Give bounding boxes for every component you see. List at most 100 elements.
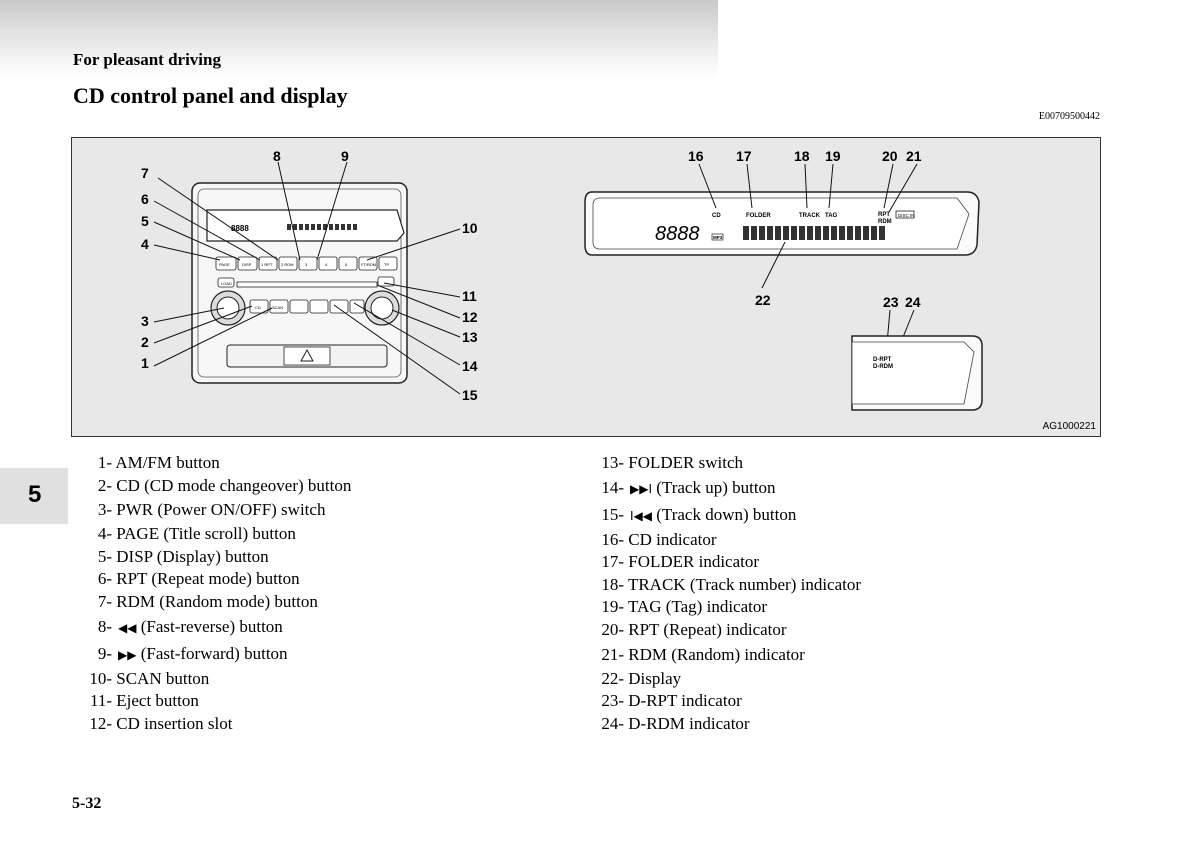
callout-6: 6 [141,191,149,207]
callout-13: 13 [462,329,478,345]
d-rdm-indicator: D-RDM [873,364,893,370]
page-title: CD control panel and display [73,83,348,108]
tp-button[interactable]: TP [384,262,389,267]
callout-15: 15 [462,387,478,403]
track-indicator: TRACK [799,213,821,219]
rdm-indicator: RDM [878,219,892,225]
page-number: 5-32 [72,795,102,812]
document-code: E00709500442 [1038,111,1100,122]
callout-16: 16 [688,148,704,164]
radio-panel: 8888 PAGE [191,182,408,384]
middle-buttons-row [249,299,365,314]
figure-code: AG1000221 [1042,421,1096,432]
legend-left: 1- AM/FM button 2- CD (CD mode changeove… [78,452,478,735]
disc-in-indicator: DISC IN [898,213,915,218]
cd-panel-figure: 8888 PAGE [71,137,1101,437]
legend-right: 13- FOLDER switch 14-▶▶I (Track up) butt… [590,452,990,735]
hazard-icon [300,348,314,362]
callout-4: 4 [141,236,149,252]
callout-numbers: 1 2 3 4 5 6 7 8 9 10 11 12 13 14 15 16 1… [141,148,922,403]
preset-1-button[interactable]: 1 RPT [261,262,273,267]
preset-5-button[interactable]: 5 [345,262,348,267]
panel-display-segments [287,224,357,230]
callout-23: 23 [883,294,899,310]
chapter-tab [0,468,68,524]
legend-item: 22- Display [601,668,682,688]
main-display: CD FOLDER TRACK TAG RPT RDM DISC IN 8888… [584,191,980,256]
callout-3: 3 [141,313,149,329]
callout-5: 5 [141,213,149,229]
legend-item: 9-▶▶ (Fast-forward) button [97,643,288,663]
track-up-icon: ▶▶I [630,481,652,496]
ftrdm-button[interactable]: FT/RDM [361,262,376,267]
preset-2-button[interactable]: 2 RDM [281,262,293,267]
callout-22: 22 [755,292,771,308]
callout-11: 11 [462,288,477,304]
section-label: For pleasant driving [73,50,221,69]
page-button[interactable]: PAGE [219,262,230,267]
preset-4-button[interactable]: 4 [325,262,328,267]
callout-1: 1 [141,355,149,371]
load-button[interactable]: LOAD [221,281,232,286]
fast-reverse-icon: ◀◀ [118,620,137,635]
legend-item: 15-I◀◀ (Track down) button [601,504,797,524]
figure-drawing: 8888 PAGE [141,148,983,411]
disp-button[interactable]: DISP [242,262,252,267]
legend-item: 13- FOLDER switch [601,453,743,472]
legend-item: 11- Eject button [89,691,199,711]
display-dot-matrix [743,226,885,240]
legend-item: 21- RDM (Random) indicator [601,644,805,664]
tag-indicator: TAG [825,213,838,219]
cd-indicator: CD [712,213,721,219]
legend-item: 12- CD insertion slot [89,713,233,733]
folder-indicator: FOLDER [746,213,771,219]
legend-item: 10- SCAN button [89,668,210,688]
legend-item: 18- TRACK (Track number) indicator [601,574,862,594]
cd-slot[interactable] [236,281,378,288]
callout-24: 24 [905,294,921,310]
scan-button[interactable]: SCAN [272,305,283,310]
legend-item: 7- RDM (Random mode) button [97,591,318,611]
callout-21: 21 [906,148,922,164]
rpt-indicator: RPT [878,212,890,218]
legend-item: 4- PAGE (Title scroll) button [97,524,296,544]
legend-item: 8-◀◀ (Fast-reverse) button [97,616,283,636]
mp3-indicator: MP3 [713,235,723,240]
display-digits: 8888 [655,223,700,245]
legend-item: 2- CD (CD mode changeover) button [97,475,352,495]
callout-7: 7 [141,165,149,181]
legend-item: 20- RPT (Repeat) indicator [601,619,787,639]
sub-display: D-RPT D-RDM [851,335,983,411]
callout-9: 9 [341,148,349,164]
fast-forward-icon: ▶▶ [118,647,137,662]
legend-item: 14-▶▶I (Track up) button [601,477,776,497]
preset-3-button[interactable]: 3 [305,262,308,267]
callout-8: 8 [273,148,281,164]
preset-buttons-row [215,256,398,271]
legend-item: 23- D-RPT indicator [601,691,742,711]
chapter-number: 5 [28,481,42,508]
legend-item: 6- RPT (Repeat mode) button [97,569,300,589]
legend-item: 3- PWR (Power ON/OFF) switch [97,500,326,520]
legend-item: 19- TAG (Tag) indicator [601,597,768,617]
panel-leader-lines [153,161,461,395]
legend-item: 5- DISP (Display) button [97,546,269,566]
legend-item: 24- D-RDM indicator [601,713,750,733]
track-down-icon: I◀◀ [630,508,652,523]
legend-item: 16- CD indicator [601,529,717,549]
callout-2: 2 [141,334,149,350]
header-band [0,0,718,80]
callout-17: 17 [736,148,752,164]
legend-item: 1- AM/FM button [97,453,220,472]
legend-item: 17- FOLDER indicator [601,552,760,572]
callout-10: 10 [462,220,478,236]
callout-14: 14 [462,358,478,374]
callout-12: 12 [462,309,478,325]
callout-18: 18 [794,148,810,164]
callout-19: 19 [825,148,841,164]
panel-display-digits: 8888 [231,224,249,233]
callout-20: 20 [882,148,898,164]
hazard-button[interactable] [283,346,331,366]
d-rpt-indicator: D-RPT [873,357,892,363]
cd-mode-button[interactable]: CD [255,305,261,310]
